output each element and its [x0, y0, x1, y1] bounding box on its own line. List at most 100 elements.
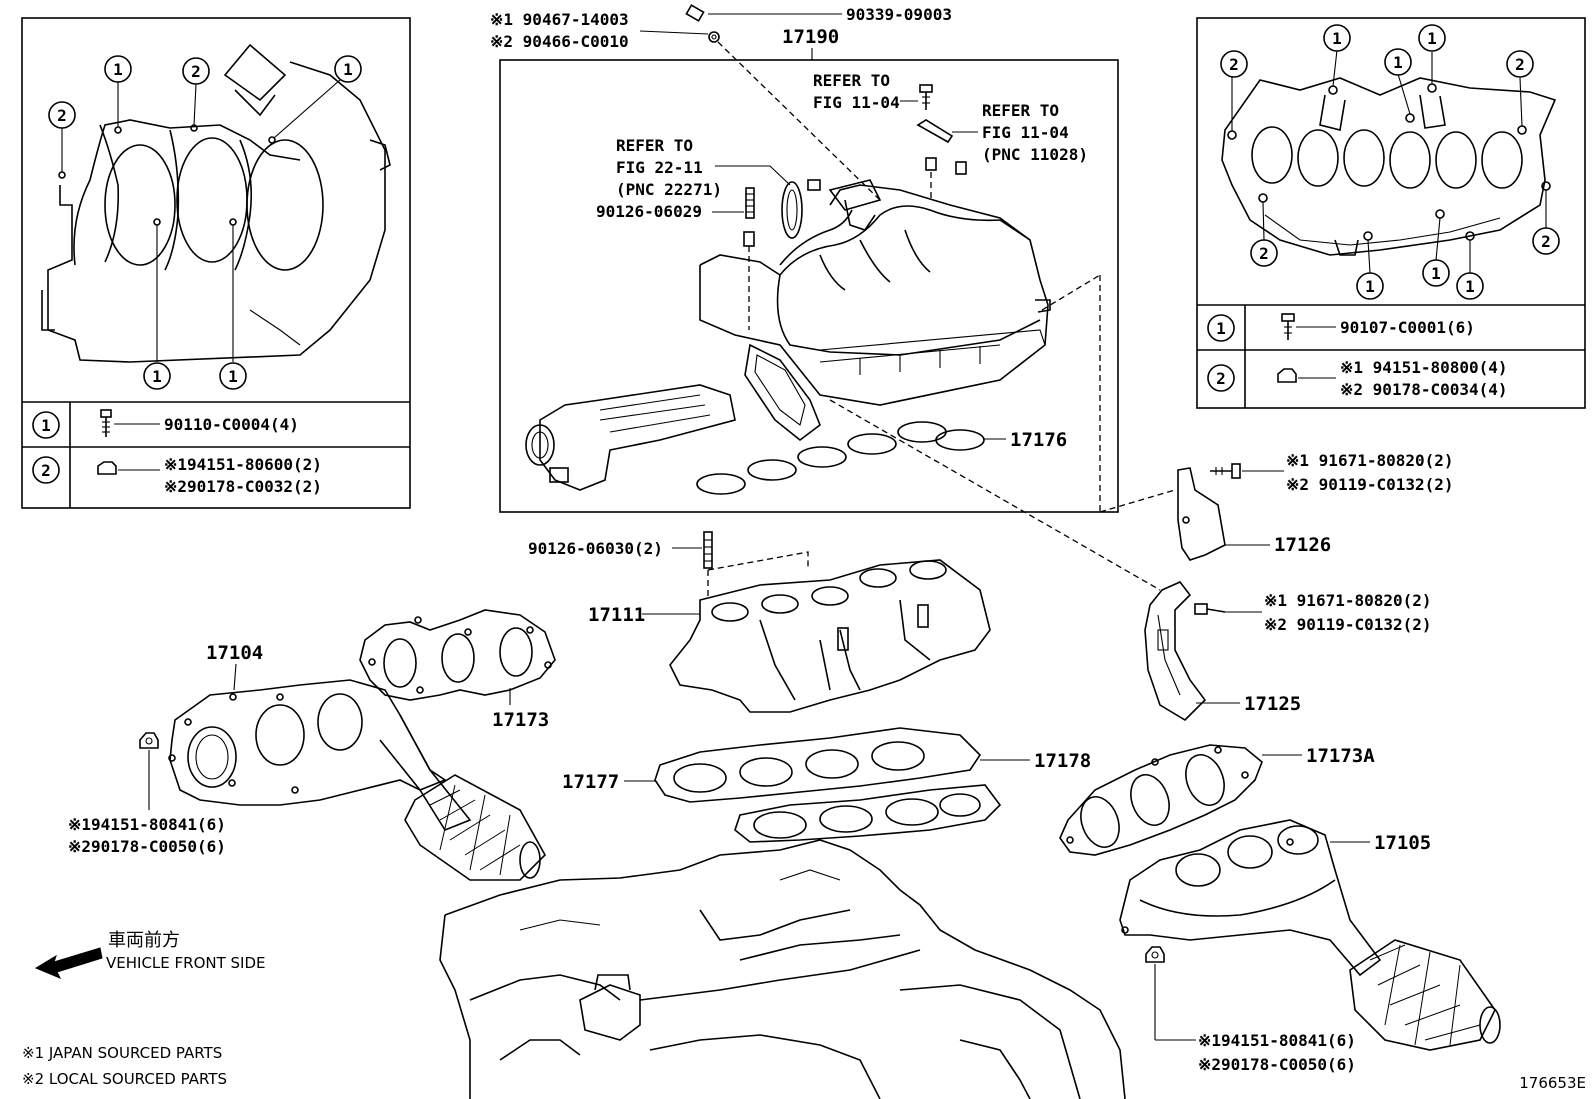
svg-text:※2 90178-C0034(4): ※2 90178-C0034(4) — [1340, 380, 1508, 399]
gasket-17173a: 17173A — [1059, 744, 1375, 856]
left-callout-top-left-2: 2 — [48, 101, 76, 129]
refer-c-line-2: FIG 22-11 — [616, 158, 703, 177]
nut-left-part-1: ※194151-80841(6) — [68, 815, 226, 834]
svg-text:2: 2 — [57, 106, 67, 125]
stud-icon — [703, 531, 713, 569]
screw-plug-icon — [685, 4, 705, 22]
bolt-17126-part-1: ※1 91671-80820(2) — [1286, 451, 1454, 470]
refer-c-line-1: REFER TO — [616, 136, 693, 155]
right-callout-b-1a: 1 — [1356, 272, 1384, 300]
svg-text:1: 1 — [1216, 319, 1226, 338]
gasket-17176-drawing — [696, 421, 985, 495]
svg-text:2: 2 — [1515, 55, 1525, 74]
note-local-sourced: ※2 LOCAL SOURCED PARTS — [22, 1070, 227, 1088]
lower-manifold-17111-label: 17111 — [588, 604, 645, 626]
svg-text:1: 1 — [152, 367, 162, 386]
nut-icon — [97, 461, 117, 475]
gasket-17178-label: 17178 — [1034, 750, 1091, 772]
bolt-icon — [1194, 603, 1226, 615]
left-intake-manifold-drawing — [41, 43, 391, 363]
left-detail-box: 2 1 2 1 1 1 1 — [21, 17, 411, 509]
intake-plenum-drawing — [699, 179, 1051, 442]
throttle-body-drawing — [525, 384, 736, 491]
svg-text:1: 1 — [1431, 264, 1441, 283]
bolt-icon — [1210, 463, 1241, 479]
svg-text:1: 1 — [343, 60, 353, 79]
svg-text:2: 2 — [191, 62, 201, 81]
stud-part-number: 90126-06029 — [596, 202, 702, 221]
bolt-17126-part-2: ※2 90119-C0132(2) — [1286, 475, 1454, 494]
gasket-17173a-label: 17173A — [1306, 745, 1375, 767]
svg-text:1: 1 — [1393, 53, 1403, 72]
catalytic-converter-left — [404, 774, 546, 881]
left-legend-row-1: 1 90110-C0004(4) — [32, 409, 299, 439]
right-legend-row-1: 1 90107-C0001(6) — [1207, 313, 1475, 342]
bracket-17125-label: 17125 — [1244, 693, 1301, 715]
right-callout-t-1a: 1 — [1323, 24, 1351, 52]
gasket-17173-label: 17173 — [492, 709, 549, 731]
nut-left-part-2: ※290178-C0050(6) — [68, 837, 226, 856]
bracket-17125: ※1 91671-80820(2) ※2 90119-C0132(2) 1712… — [829, 399, 1432, 722]
right-legend-row-2: 2 ※1 94151-80800(4) ※2 90178-C0034(4) — [1207, 358, 1508, 399]
exhaust-manifold-17105-label: 17105 — [1374, 832, 1431, 854]
gasket-17177-label: 17177 — [562, 771, 619, 793]
refer-b-line-1: REFER TO — [982, 101, 1059, 120]
refer-b-line-3: (PNC 11028) — [982, 145, 1088, 164]
svg-text:※290178-C0032(2): ※290178-C0032(2) — [164, 477, 322, 496]
right-callout-t-1c: 1 — [1418, 24, 1446, 52]
right-callout-bl-2: 2 — [1250, 239, 1278, 267]
nut-icon — [1145, 946, 1165, 963]
svg-text:90110-C0004(4): 90110-C0004(4) — [164, 415, 299, 434]
bolt-icon — [100, 409, 112, 437]
refer-b-line-2: FIG 11-04 — [982, 123, 1069, 142]
center-box-title: 17190 — [782, 26, 839, 48]
refer-c-line-3: (PNC 22271) — [616, 180, 722, 199]
nut-icon — [1277, 368, 1297, 383]
right-callout-b-1b: 1 — [1422, 259, 1450, 287]
vehicle-front-jp: 車両前方 — [108, 930, 180, 951]
catalytic-converter-right — [1349, 939, 1501, 1051]
refer-a-line-1: REFER TO — [813, 71, 890, 90]
svg-text:1: 1 — [1365, 277, 1375, 296]
bolt-icon — [919, 84, 933, 110]
svg-text:1: 1 — [41, 416, 51, 435]
bolt-17125-part-1: ※1 91671-80820(2) — [1264, 591, 1432, 610]
svg-text:2: 2 — [1216, 369, 1226, 388]
left-legend-row-2: 2 ※194151-80600(2) ※290178-C0032(2) — [32, 455, 322, 496]
right-callout-tr-2: 2 — [1506, 50, 1534, 78]
svg-text:90107-C0001(6): 90107-C0001(6) — [1340, 318, 1475, 337]
note-japan-sourced: ※1 JAPAN SOURCED PARTS — [22, 1044, 222, 1062]
engine-block-outline — [439, 839, 1126, 1099]
bracket-17126-label: 17126 — [1274, 534, 1331, 556]
lower-manifold-17111: 90126-06030(2) 17111 — [528, 531, 991, 713]
right-manifold-gasket-drawing — [1221, 77, 1557, 256]
svg-text:1: 1 — [1427, 29, 1437, 48]
left-callout-top-2: 2 — [182, 57, 210, 85]
svg-text:1: 1 — [113, 60, 123, 79]
plug-part-number-1: ※1 90467-14003 — [490, 10, 629, 29]
left-callout-bottom-1b: 1 — [219, 362, 247, 390]
bracket-17126: ※1 91671-80820(2) ※2 90119-C0132(2) 1712… — [1099, 451, 1454, 561]
gasket-17176-label: 17176 — [1010, 429, 1067, 451]
svg-text:※194151-80600(2): ※194151-80600(2) — [164, 455, 322, 474]
left-callout-top-right-1: 1 — [334, 55, 362, 83]
gasket-17173: 17173 — [359, 609, 556, 731]
gasket-17177-17178: 17177 17178 — [562, 727, 1091, 843]
svg-text:2: 2 — [1541, 232, 1551, 251]
exhaust-manifold-17104: 17104 ※194151-80841(6) ※290178-C0050(6) — [68, 642, 546, 881]
top-plug-parts: 90339-09003 ※1 90467-14003 ※2 90466-C001… — [490, 4, 952, 201]
nut-icon — [139, 732, 159, 749]
svg-text:2: 2 — [41, 461, 51, 480]
svg-text:1: 1 — [1465, 277, 1475, 296]
svg-text:1: 1 — [1332, 29, 1342, 48]
center-box-17190: 17190 REFER TO FIG 11-04 REFER TO FIG 11… — [499, 26, 1119, 513]
exhaust-manifold-17104-label: 17104 — [206, 642, 263, 664]
svg-text:1: 1 — [228, 367, 238, 386]
vehicle-front-indicator: 車両前方 VEHICLE FRONT SIDE — [34, 930, 266, 979]
svg-text:※1 94151-80800(4): ※1 94151-80800(4) — [1340, 358, 1508, 377]
left-callout-bottom-1a: 1 — [143, 362, 171, 390]
vehicle-front-en: VEHICLE FRONT SIDE — [106, 954, 266, 972]
nut-right-part-2: ※290178-C0050(6) — [1198, 1055, 1356, 1074]
figure-id: 176653E — [1519, 1074, 1586, 1092]
